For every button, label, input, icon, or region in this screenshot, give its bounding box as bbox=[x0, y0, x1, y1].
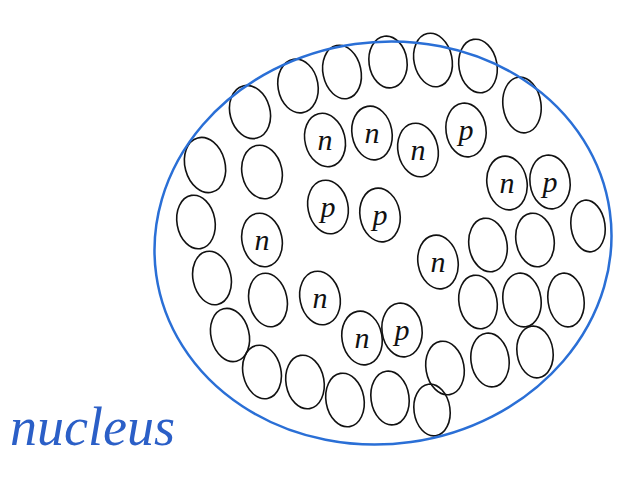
nucleon-letter: p bbox=[321, 192, 336, 222]
nucleon-oval: n bbox=[303, 111, 347, 169]
nucleon-letter: p bbox=[373, 200, 388, 230]
nucleon-letter: p bbox=[459, 115, 474, 145]
nucleus-outline: nucleusnnnpppnpnnnnp bbox=[150, 38, 616, 448]
nucleon-oval: n bbox=[340, 309, 384, 367]
nucleon-oval: p bbox=[358, 186, 402, 244]
nucleon-oval: p bbox=[380, 301, 424, 359]
nucleon-letter: p bbox=[395, 315, 410, 345]
nucleon-oval: n bbox=[240, 211, 284, 269]
nucleon-letter: n bbox=[431, 247, 446, 277]
nucleon-oval: n bbox=[416, 233, 460, 291]
nucleon-oval: p bbox=[306, 178, 350, 236]
nucleon-letter: n bbox=[500, 168, 515, 198]
nucleon-oval: n bbox=[485, 154, 529, 212]
nucleon-letter: n bbox=[365, 118, 380, 148]
nucleon-letter: n bbox=[318, 125, 333, 155]
nucleon-letter: n bbox=[313, 283, 328, 313]
nucleus-circle bbox=[150, 38, 616, 448]
nucleon-oval: n bbox=[298, 269, 342, 327]
nucleon-oval: n bbox=[396, 121, 440, 179]
nucleon-letter: p bbox=[543, 167, 558, 197]
nucleon-oval: p bbox=[444, 101, 488, 159]
nucleon-oval: n bbox=[350, 104, 394, 162]
nucleon-letter: n bbox=[355, 323, 370, 353]
nucleon-letter: n bbox=[255, 225, 270, 255]
nucleon-oval: p bbox=[528, 153, 572, 211]
nucleon-letter: n bbox=[411, 135, 426, 165]
nucleus-label: nucleus bbox=[10, 400, 175, 454]
